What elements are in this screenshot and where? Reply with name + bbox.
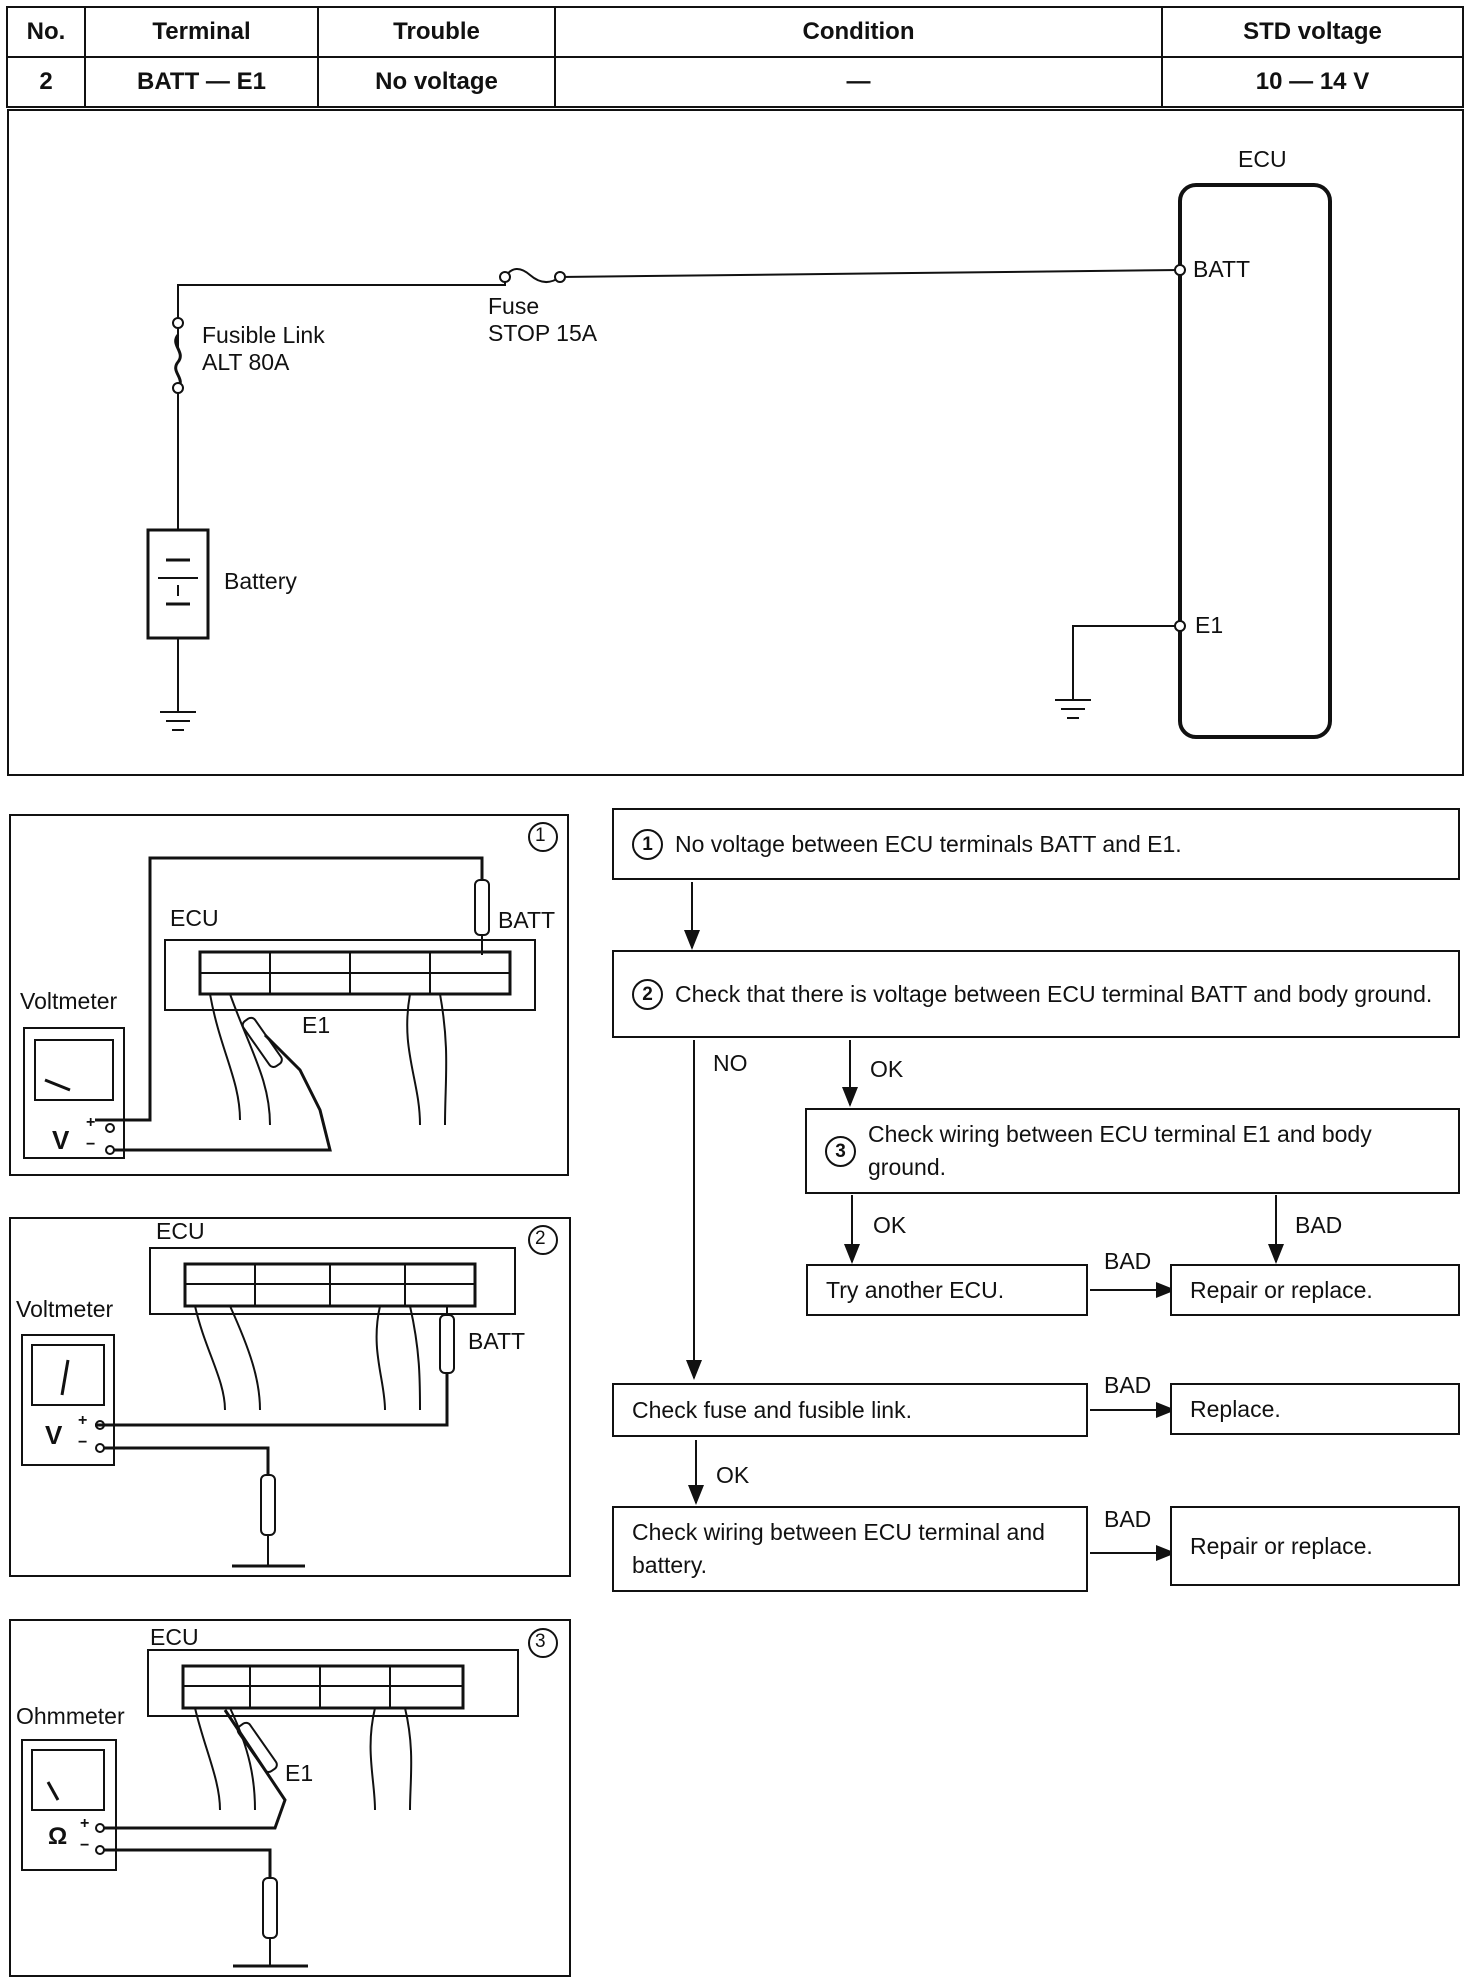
panel-3-frame [9,1619,571,1977]
panel-1-meter-symbol: V [52,1125,70,1155]
panel-1-illustration [23,856,536,1159]
header-std-voltage: STD voltage [1161,6,1464,58]
label-ok-step3: OK [873,1212,907,1238]
replace-text: Replace. [1190,1395,1281,1422]
battery-label: Battery [224,568,297,594]
fusible-link-label: Fusible Link [202,322,325,348]
fuse-label: Fuse [488,293,540,319]
e1-terminal-label: E1 [1195,612,1224,638]
panel-3-meter-symbol: Ω [48,1823,68,1850]
label-bad-fuse: BAD [1104,1372,1152,1398]
panel-3-illustration [21,1649,519,1968]
panel-1-e1-label: E1 [302,1012,331,1038]
schematic-wiring [174,268,1181,712]
panel-2-meter-symbol: V [45,1420,63,1450]
step2-number: 2 [632,978,663,1010]
header-no: No. [6,6,86,58]
panel-3-e1-label: E1 [285,1760,314,1786]
battery-icon [146,528,210,640]
header-condition: Condition [554,6,1163,58]
step1-text: No voltage between ECU terminals BATT an… [675,830,1182,857]
check-fuse-text: Check fuse and fusible link. [632,1396,912,1423]
panel-1-plus: + [86,1114,96,1131]
panel-1-minus: − [86,1136,96,1153]
cell-std-voltage: 10 — 14 V [1161,56,1464,108]
cell-condition: — [554,56,1163,108]
batt-terminal-label: BATT [1193,256,1251,282]
repair1-text: Repair or replace. [1190,1276,1373,1303]
panel-1-ecu-label: ECU [170,905,219,931]
ecu-label: ECU [1238,146,1287,172]
cell-no: 2 [6,56,86,108]
panel-2-illustration [21,1247,516,1568]
panel-1-meter-label: Voltmeter [20,988,118,1014]
schematic-frame [7,109,1464,776]
terminal-dots [172,264,1186,632]
panel-3-ecu-label: ECU [150,1624,199,1650]
step3-number: 3 [825,1135,856,1167]
ground-icon [160,711,196,731]
panel-3-meter-label: Ohmmeter [16,1703,125,1729]
try-ecu-text: Try another ECU. [826,1276,1005,1303]
panel-1-frame [9,814,569,1176]
step2-text: Check that there is voltage between ECU … [675,980,1433,1007]
step3-box: 3 Check wiring between ECU terminal E1 a… [805,1108,1460,1194]
trouble-table: No. Terminal Trouble Condition STD volta… [6,6,1464,108]
ground-icon [1055,699,1091,719]
cell-terminal: BATT — E1 [84,56,319,108]
repair2-box: Repair or replace. [1170,1506,1460,1586]
step2-box: 2 Check that there is voltage between EC… [612,950,1460,1038]
panel-3-minus: − [80,1837,90,1854]
label-bad-try-ecu: BAD [1104,1248,1152,1274]
flowchart-arrows [684,882,1284,1561]
table-header-row: No. Terminal Trouble Condition STD volta… [6,6,1464,58]
panel-3-number: 3 [535,1631,546,1652]
step3-text: Check wiring between ECU terminal E1 and… [868,1121,1372,1180]
header-terminal: Terminal [84,6,319,58]
panel-2-batt-label: BATT [468,1328,526,1354]
panel-1-batt-label: BATT [498,907,556,933]
replace-box: Replace. [1170,1383,1460,1435]
table-row: 2 BATT — E1 No voltage — 10 — 14 V [6,56,1464,108]
panel-2-plus: + [78,1412,88,1429]
panel-2-meter-label: Voltmeter [16,1296,114,1322]
step1-number: 1 [632,828,663,860]
try-ecu-box: Try another ECU. [806,1264,1088,1316]
header-trouble: Trouble [317,6,556,58]
label-ok-step2: OK [870,1056,904,1082]
fuse-value: STOP 15A [488,320,598,346]
check-wiring-box: Check wiring between ECU terminal and ba… [612,1506,1088,1592]
label-bad-step3: BAD [1295,1212,1343,1238]
panel-2-minus: − [78,1434,88,1451]
cell-trouble: No voltage [317,56,556,108]
check-wiring-text: Check wiring between ECU terminal and ba… [632,1519,1045,1578]
repair1-box: Repair or replace. [1170,1264,1460,1316]
panel-2-ecu-label: ECU [156,1218,205,1244]
panel-number-circles [528,822,558,1658]
repair2-text: Repair or replace. [1190,1532,1373,1559]
panel-2-number: 2 [535,1228,546,1249]
label-ok-fuse: OK [716,1462,750,1488]
step1-box: 1 No voltage between ECU terminals BATT … [612,808,1460,880]
panel-1-number: 1 [535,825,546,846]
label-bad-wiring: BAD [1104,1506,1152,1532]
ecu-box [1178,183,1332,739]
label-no: NO [713,1050,748,1076]
check-fuse-box: Check fuse and fusible link. [612,1383,1088,1437]
fusible-link-value: ALT 80A [202,349,290,375]
panel-3-plus: + [80,1815,90,1832]
panel-2-frame [9,1217,571,1577]
